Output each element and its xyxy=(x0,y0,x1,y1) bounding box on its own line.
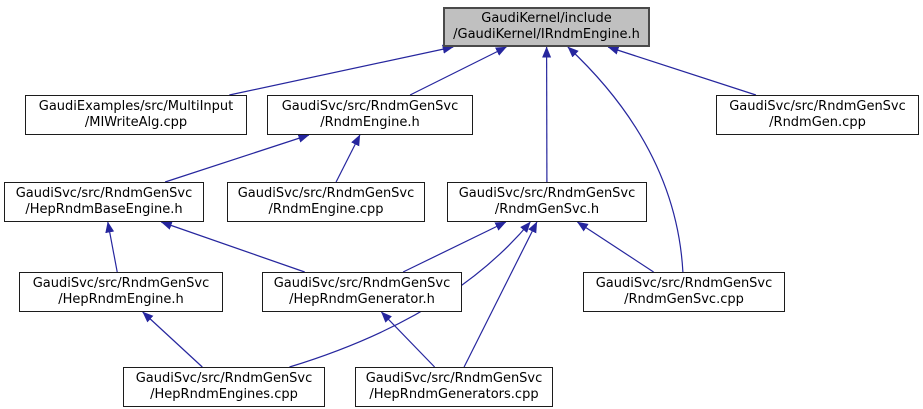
edge-miwritealg-cpp--irndmengine-h xyxy=(229,44,454,96)
node-label-line: GaudiSvc/src/RndmGenSvc xyxy=(729,99,906,114)
node-label-line: GaudiSvc/src/RndmGenSvc xyxy=(15,186,193,201)
edge-heprndmgenerator-h--rndmgensvc-h xyxy=(402,221,507,273)
node-rndmengine-cpp[interactable]: GaudiSvc/src/RndmGenSvc/RndmEngine.cpp xyxy=(227,182,425,222)
node-label-line: GaudiSvc/src/RndmGenSvc xyxy=(135,371,313,386)
node-label-line: GaudiSvc/src/RndmGenSvc xyxy=(595,276,773,291)
node-label-line: /HepRndmEngines.cpp xyxy=(150,387,298,402)
node-label-line: GaudiSvc/src/RndmGenSvc xyxy=(237,186,415,201)
node-label-line: /GaudiKernel/IRndmEngine.h xyxy=(453,27,640,42)
edge-heprndmgenerator-h--heprndmbaseengine-h xyxy=(160,221,305,273)
node-miwritealg-cpp[interactable]: GaudiExamples/src/MultiInput/MIWriteAlg.… xyxy=(25,95,247,135)
node-heprndmengine-h[interactable]: GaudiSvc/src/RndmGenSvc/HepRndmEngine.h xyxy=(19,272,223,312)
node-label-line: /RndmGenSvc.h xyxy=(494,202,600,217)
node-label-line: GaudiSvc/src/RndmGenSvc xyxy=(365,371,543,386)
node-label-line: /HepRndmGenerator.h xyxy=(289,292,435,307)
node-label-line: /HepRndmEngine.h xyxy=(58,292,184,307)
edge-heprndmengines-cpp--heprndmengine-h xyxy=(142,311,203,368)
edge-rndmengine-h--irndmengine-h xyxy=(409,46,507,96)
node-label-line: /HepRndmGenerators.cpp xyxy=(369,387,539,402)
node-label-line: GaudiExamples/src/MultiInput xyxy=(38,99,234,114)
node-heprndmengines-cpp[interactable]: GaudiSvc/src/RndmGenSvc/HepRndmEngines.c… xyxy=(123,367,325,407)
edge-rndmgensvc-cpp--irndmengine-h xyxy=(567,46,684,273)
node-label-line: /HepRndmBaseEngine.h xyxy=(25,202,183,217)
node-rndmengine-h[interactable]: GaudiSvc/src/RndmGenSvc/RndmEngine.h xyxy=(267,95,473,135)
node-label-line: GaudiSvc/src/RndmGenSvc xyxy=(458,186,636,201)
node-label-line: /RndmGen.cpp xyxy=(769,115,866,130)
node-label-line: GaudiSvc/src/RndmGenSvc xyxy=(281,99,459,114)
edge-heprndmgenerators-cpp--rndmgensvc-h xyxy=(463,221,538,368)
node-irndmengine-h: GaudiKernel/include/GaudiKernel/IRndmEng… xyxy=(443,7,650,47)
node-label-line: /MIWriteAlg.cpp xyxy=(84,115,188,130)
edge-heprndmengine-h--heprndmbaseengine-h xyxy=(105,221,118,273)
edge-rndmgen-cpp--irndmengine-h xyxy=(607,45,757,96)
edge-rndmengine-cpp--rndmengine-h xyxy=(335,134,361,183)
edge-rndmgensvc-cpp--rndmgensvc-h xyxy=(576,221,654,273)
node-label-line: /RndmGenSvc.cpp xyxy=(624,292,744,307)
node-heprndmgenerator-h[interactable]: GaudiSvc/src/RndmGenSvc/HepRndmGenerator… xyxy=(262,272,462,312)
node-rndmgensvc-cpp[interactable]: GaudiSvc/src/RndmGenSvc/RndmGenSvc.cpp xyxy=(583,272,785,312)
node-label-line: /RndmEngine.h xyxy=(320,115,420,130)
node-rndmgen-cpp[interactable]: GaudiSvc/src/RndmGenSvc/RndmGen.cpp xyxy=(716,95,919,135)
node-heprndmbaseengine-h[interactable]: GaudiSvc/src/RndmGenSvc/HepRndmBaseEngin… xyxy=(4,182,204,222)
node-label-line: /RndmEngine.cpp xyxy=(268,202,384,217)
node-label-line: GaudiSvc/src/RndmGenSvc xyxy=(32,276,210,291)
node-label-line: GaudiKernel/include xyxy=(481,11,612,26)
node-label-line: GaudiSvc/src/RndmGenSvc xyxy=(273,276,451,291)
edge-heprndmbaseengine-h--rndmengine-h xyxy=(164,133,310,183)
node-heprndmgenerators-cpp[interactable]: GaudiSvc/src/RndmGenSvc/HepRndmGenerator… xyxy=(355,367,553,407)
edge-heprndmgenerators-cpp--heprndmgenerator-h xyxy=(380,311,436,368)
node-rndmgensvc-h[interactable]: GaudiSvc/src/RndmGenSvc/RndmGenSvc.h xyxy=(447,182,647,222)
